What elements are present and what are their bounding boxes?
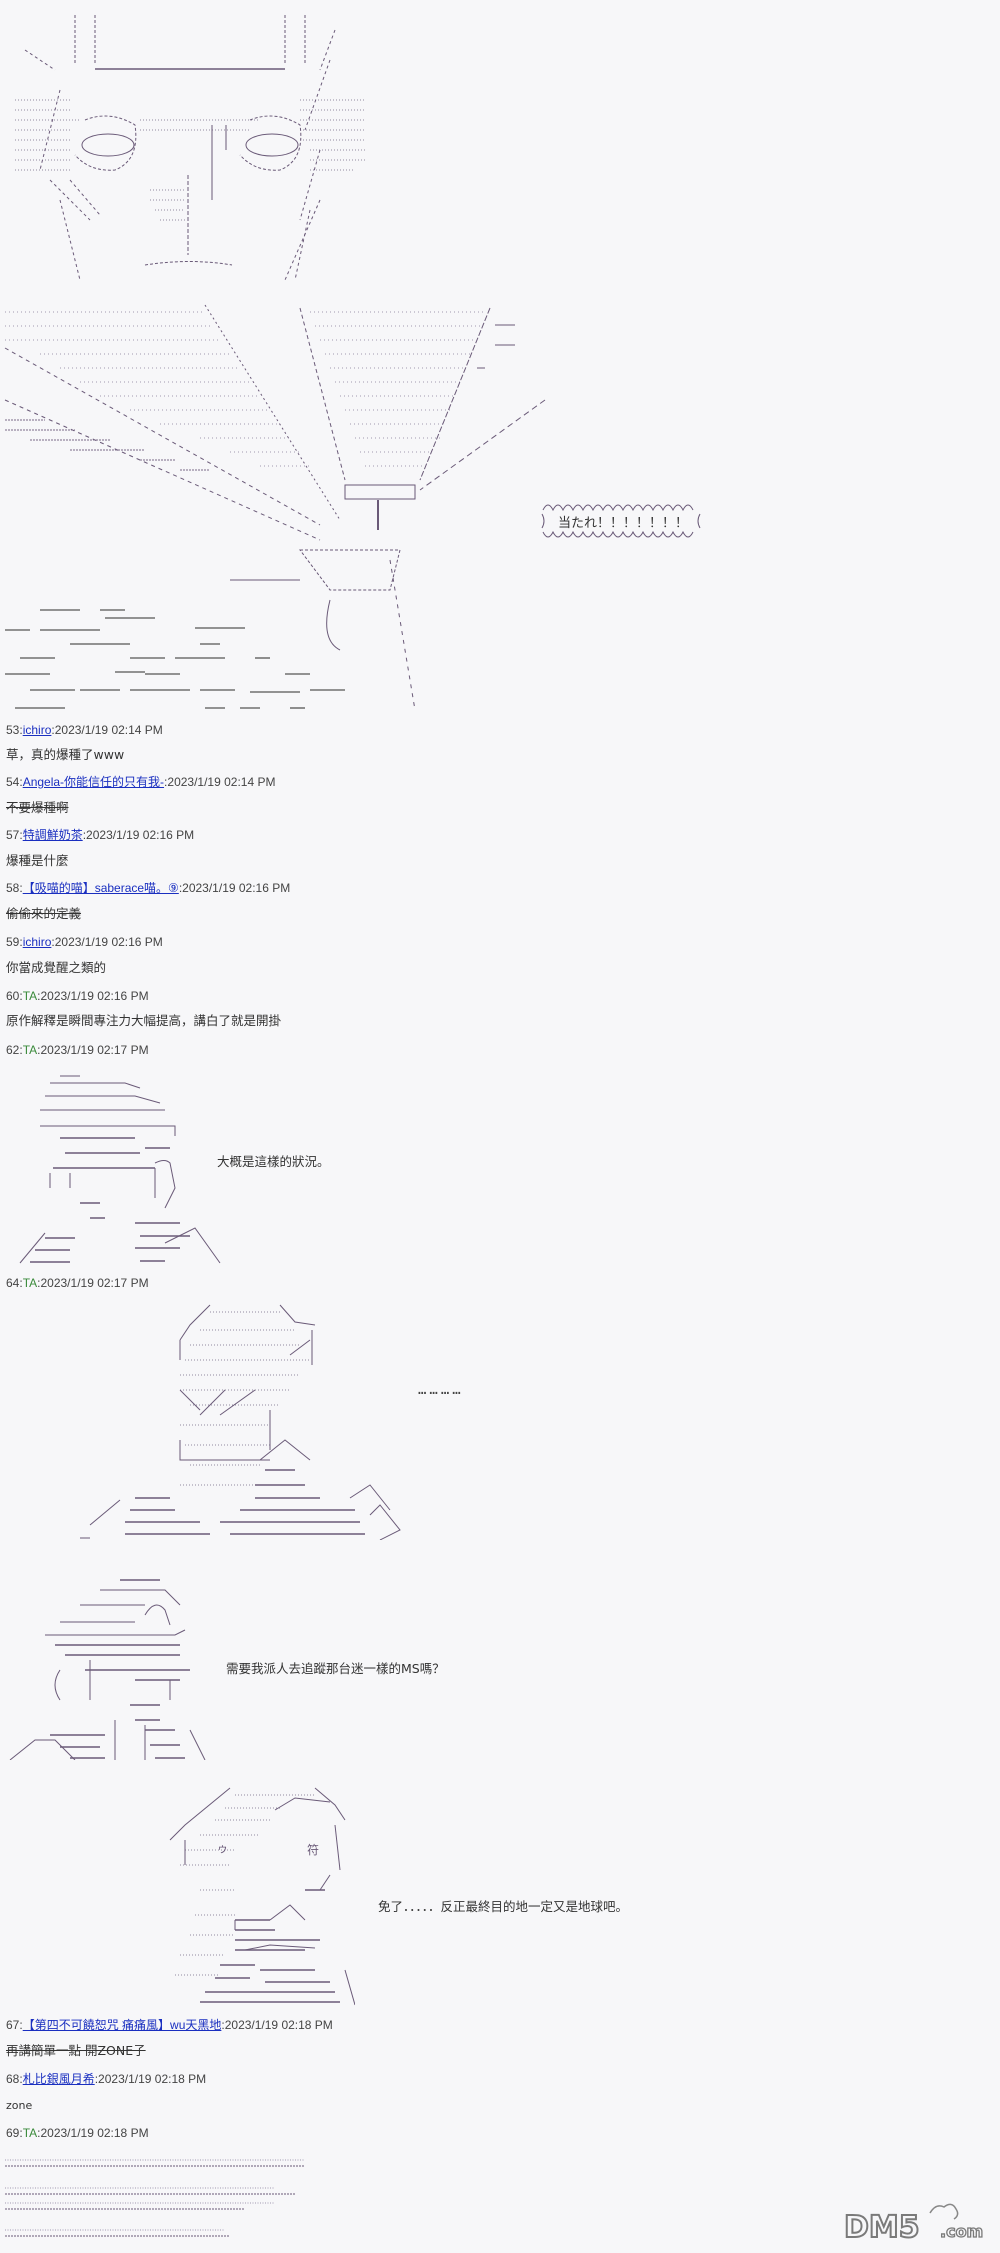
post-author-name: TA: [22, 1276, 38, 1290]
post-time: 2023/1/19 02:18 PM: [98, 2072, 207, 2086]
post-header: 54:Angela-你能信任的只有我-:2023/1/19 02:14 PM: [6, 775, 276, 789]
post-number: 60:: [6, 989, 23, 1003]
post-time: 2023/1/19 02:17 PM: [40, 1276, 149, 1290]
post-header: 69:TA:2023/1/19 02:18 PM: [6, 2126, 149, 2140]
post-header: 67:【第四不可饒恕咒 痛痛風】wu天黑地:2023/1/19 02:18 PM: [6, 2018, 333, 2032]
post-number: 64:: [6, 1276, 23, 1290]
post-author-link[interactable]: ichiro: [22, 723, 52, 737]
post-time: 2023/1/19 02:16 PM: [86, 828, 195, 842]
aa-art-beam-shot: [0, 300, 560, 710]
bubble-text: 当たれ！！！！！！！: [558, 516, 689, 531]
post-author-name: TA: [22, 989, 38, 1003]
post-author-link[interactable]: ichiro: [22, 935, 52, 949]
aa-art-helmet-character: [80, 1300, 430, 1540]
post-header: 68:札比銀風月希:2023/1/19 02:18 PM: [6, 2072, 207, 2086]
post-number: 53:: [6, 723, 23, 737]
post-number: 54:: [6, 775, 23, 789]
post-caption: 免了．．．．．反正最終目的地一定又是地球吧。: [378, 1899, 629, 1914]
aa-art-leaning-man: ゥ 符: [155, 1780, 355, 2010]
watermark-suffix: .com: [940, 2222, 983, 2241]
aa-art-gunner: [15, 1068, 225, 1268]
post-caption: …………: [418, 1382, 464, 1398]
post-header: 62:TA:2023/1/19 02:17 PM: [6, 1043, 149, 1057]
dm5-watermark-logo: DM5 .com: [842, 2199, 992, 2246]
post-body: 原作解釋是瞬間專注力大幅提高，講白了就是開掛: [6, 1013, 282, 1028]
watermark-brand: DM5: [844, 2210, 920, 2243]
aa-art-capped-officer: [5, 1560, 215, 1760]
svg-text:ゥ: ゥ: [217, 1842, 228, 1855]
post-author-link[interactable]: 特調鮮奶茶: [22, 828, 83, 842]
post-body: zone: [6, 2099, 33, 2112]
post-time: 2023/1/19 02:18 PM: [40, 2126, 149, 2140]
post-body: 再講簡單一點 開ZONE子: [6, 2043, 146, 2058]
post-header: 58:【吸喵的喵】saberace喵。⑨:2023/1/19 02:16 PM: [6, 881, 291, 895]
post-header: 53:ichiro:2023/1/19 02:14 PM: [6, 723, 163, 737]
speech-bubble-atare: 当たれ！！！！！！！: [538, 496, 708, 546]
post-author-link[interactable]: Angela-你能信任的只有我-: [22, 775, 165, 789]
post-body: 偷偷來的定義: [6, 906, 82, 921]
post-time: 2023/1/19 02:16 PM: [182, 881, 291, 895]
post-number: 69:: [6, 2126, 23, 2140]
post-time: 2023/1/19 02:14 PM: [167, 775, 276, 789]
post-header: 57:特調鮮奶茶:2023/1/19 02:16 PM: [6, 828, 195, 842]
post-number: 57:: [6, 828, 23, 842]
post-header: 64:TA:2023/1/19 02:17 PM: [6, 1276, 149, 1290]
post-body: 你當成覺醒之類的: [6, 960, 107, 975]
post-body: 草，真的爆種了www: [6, 747, 125, 762]
post-body: 不要爆種啊: [6, 800, 69, 815]
post-time: 2023/1/19 02:18 PM: [224, 2018, 333, 2032]
aa-art-dense-rows: [5, 2150, 315, 2250]
post-time: 2023/1/19 02:16 PM: [40, 989, 149, 1003]
post-author-name: TA: [22, 2126, 38, 2140]
post-number: 59:: [6, 935, 23, 949]
post-author-link[interactable]: 【吸喵的喵】saberace喵。⑨: [22, 881, 179, 895]
post-caption: 大概是這樣的狀況。: [217, 1154, 330, 1169]
post-header: 60:TA:2023/1/19 02:16 PM: [6, 989, 149, 1003]
svg-text:符: 符: [307, 1842, 319, 1857]
post-author-name: TA: [22, 1043, 38, 1057]
post-time: 2023/1/19 02:16 PM: [54, 935, 163, 949]
post-author-link[interactable]: 札比銀風月希: [22, 2072, 95, 2086]
post-author-link[interactable]: 【第四不可饒恕咒 痛痛風】wu天黑地: [22, 2018, 222, 2032]
post-body: 爆種是什麼: [6, 853, 69, 868]
post-header: 59:ichiro:2023/1/19 02:16 PM: [6, 935, 163, 949]
aa-art-glasses-face: [0, 0, 380, 290]
post-time: 2023/1/19 02:17 PM: [40, 1043, 149, 1057]
post-number: 62:: [6, 1043, 23, 1057]
post-caption: 需要我派人去追蹤那台迷一樣的MS嗎？: [226, 1661, 445, 1676]
post-time: 2023/1/19 02:14 PM: [54, 723, 163, 737]
post-number: 68:: [6, 2072, 23, 2086]
post-number: 67:: [6, 2018, 23, 2032]
post-number: 58:: [6, 881, 23, 895]
